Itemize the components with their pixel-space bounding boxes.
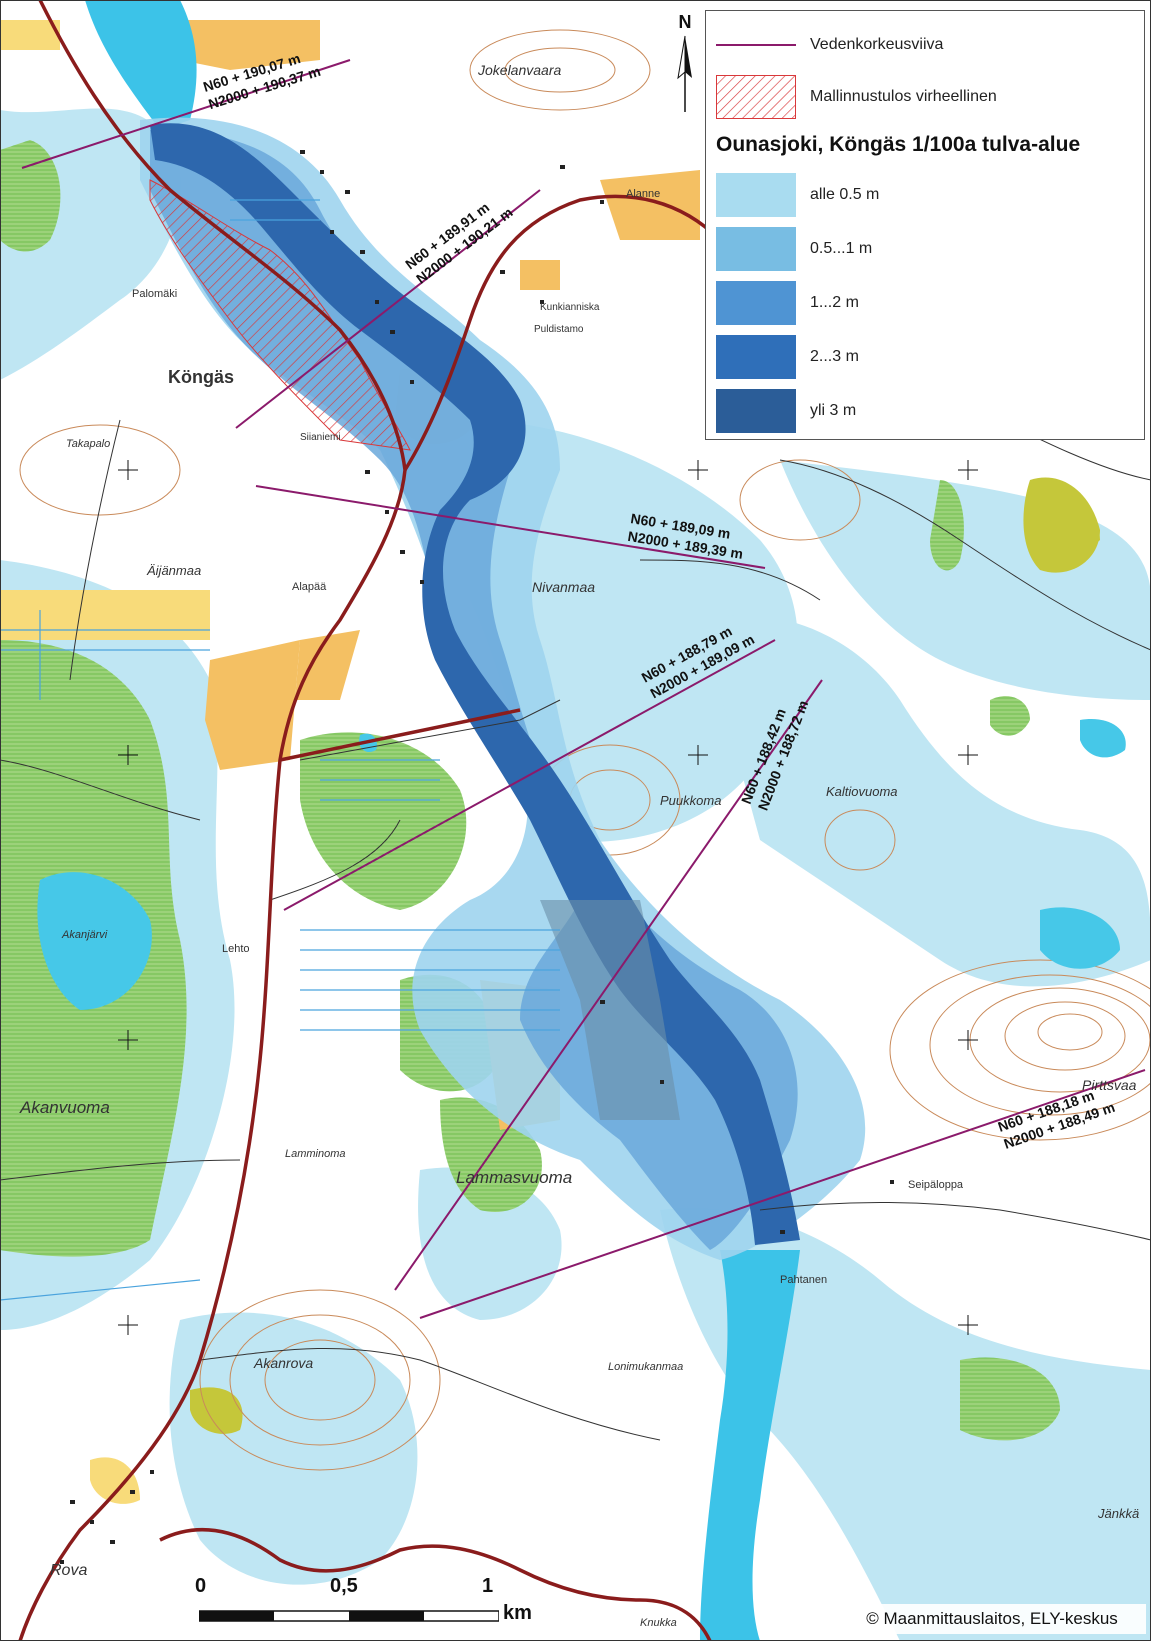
flood-field-overlay xyxy=(540,900,680,1120)
place-label: Jänkkä xyxy=(1097,1506,1139,1521)
legend-row-model-error: Mallinnustulos virheellinen xyxy=(716,75,997,119)
buildings xyxy=(60,150,894,1564)
north-letter: N xyxy=(678,12,692,32)
water-level-line-3 xyxy=(255,485,766,569)
depth-swatch xyxy=(716,389,796,433)
water-level-lines xyxy=(21,59,1146,1319)
legend-row-depth-class: yli 3 m xyxy=(716,389,856,433)
scale-bar-graphic xyxy=(199,1610,499,1622)
place-label: Alanne xyxy=(626,188,660,200)
water-level-line-4 xyxy=(283,639,776,911)
grid-crosses xyxy=(118,460,978,1335)
place-label: Seipäloppa xyxy=(908,1179,964,1191)
water-level-line-6 xyxy=(419,1069,1146,1319)
place-label: Puukkoma xyxy=(660,793,721,808)
depth-swatch xyxy=(716,281,796,325)
legend-row-depth-class: 2...3 m xyxy=(716,335,859,379)
place-label: Akanvuoma xyxy=(19,1098,110,1117)
water-level-line-5 xyxy=(394,679,823,1291)
place-label: Rova xyxy=(50,1562,87,1579)
legend-label: 1...2 m xyxy=(810,294,859,311)
scale-bar: 0 0,5 1 km xyxy=(195,1575,535,1635)
place-label: Alapää xyxy=(292,581,327,593)
place-names: Jokelanvaara Köngäs Palomäki Takapalo Äi… xyxy=(19,62,1139,1629)
scale-unit: km xyxy=(503,1602,532,1624)
place-label: Lonimukanmaa xyxy=(608,1361,683,1373)
river-upstream xyxy=(85,0,197,130)
place-label: Pirttsvaa xyxy=(1082,1077,1137,1093)
place-label: Kunkianniska xyxy=(540,302,600,313)
map-legend: Vedenkorkeusviiva Mallinnustulos virheel… xyxy=(705,10,1145,440)
place-label: Takapalo xyxy=(66,438,110,450)
lakes xyxy=(37,719,1126,1010)
scale-label: 0,5 xyxy=(330,1575,358,1597)
water-level-line-swatch xyxy=(716,44,796,46)
legend-label: Vedenkorkeusviiva xyxy=(810,36,944,53)
legend-label: 2...3 m xyxy=(810,348,859,365)
place-label: Siianiemi xyxy=(300,432,341,443)
depth-swatch xyxy=(716,227,796,271)
place-label: Lammasvuoma xyxy=(456,1168,572,1187)
legend-title: Ounasjoki, Köngäs 1/100a tulva-alue xyxy=(716,133,1081,156)
depth-swatch xyxy=(716,335,796,379)
place-label: Akanjärvi xyxy=(61,929,108,941)
legend-row-depth-class: 1...2 m xyxy=(716,281,859,325)
place-label: Köngäs xyxy=(168,367,234,387)
place-label: Akanrova xyxy=(253,1355,313,1371)
place-label: Äijänmaa xyxy=(146,563,201,578)
legend-row-depth-class: alle 0.5 m xyxy=(716,173,879,217)
place-label: Knukka xyxy=(640,1617,677,1629)
north-arrow: N xyxy=(672,12,698,122)
water-level-line-2 xyxy=(235,189,541,429)
place-label: Nivanmaa xyxy=(532,579,595,595)
place-label: Kaltiovuoma xyxy=(826,784,898,799)
model-error-swatch xyxy=(716,75,796,119)
legend-row-water-level-line: Vedenkorkeusviiva xyxy=(716,23,943,67)
place-label: Jokelanvaara xyxy=(477,62,561,78)
scale-label: 1 xyxy=(482,1575,494,1597)
water-level-line-1 xyxy=(21,59,351,169)
place-label: Palomäki xyxy=(132,288,177,300)
river-downstream xyxy=(700,1250,800,1641)
legend-label: yli 3 m xyxy=(810,402,857,419)
depth-swatch xyxy=(716,173,796,217)
legend-label: alle 0.5 m xyxy=(810,186,880,203)
place-label: Lehto xyxy=(222,943,250,955)
copyright-notice: © Maanmittauslaitos, ELY-keskus xyxy=(838,1604,1146,1634)
legend-label: Mallinnustulos virheellinen xyxy=(810,88,997,105)
small-roads xyxy=(0,409,1151,1441)
legend-row-depth-class: 0.5...1 m xyxy=(716,227,872,271)
north-arrow-icon xyxy=(677,35,692,112)
legend-label: 0.5...1 m xyxy=(810,240,873,257)
place-label: Lamminoma xyxy=(285,1148,346,1160)
place-label: Puldistamo xyxy=(534,324,584,335)
place-label: Pahtanen xyxy=(780,1274,827,1286)
scale-label: 0 xyxy=(195,1575,207,1597)
ditches xyxy=(0,199,560,1301)
